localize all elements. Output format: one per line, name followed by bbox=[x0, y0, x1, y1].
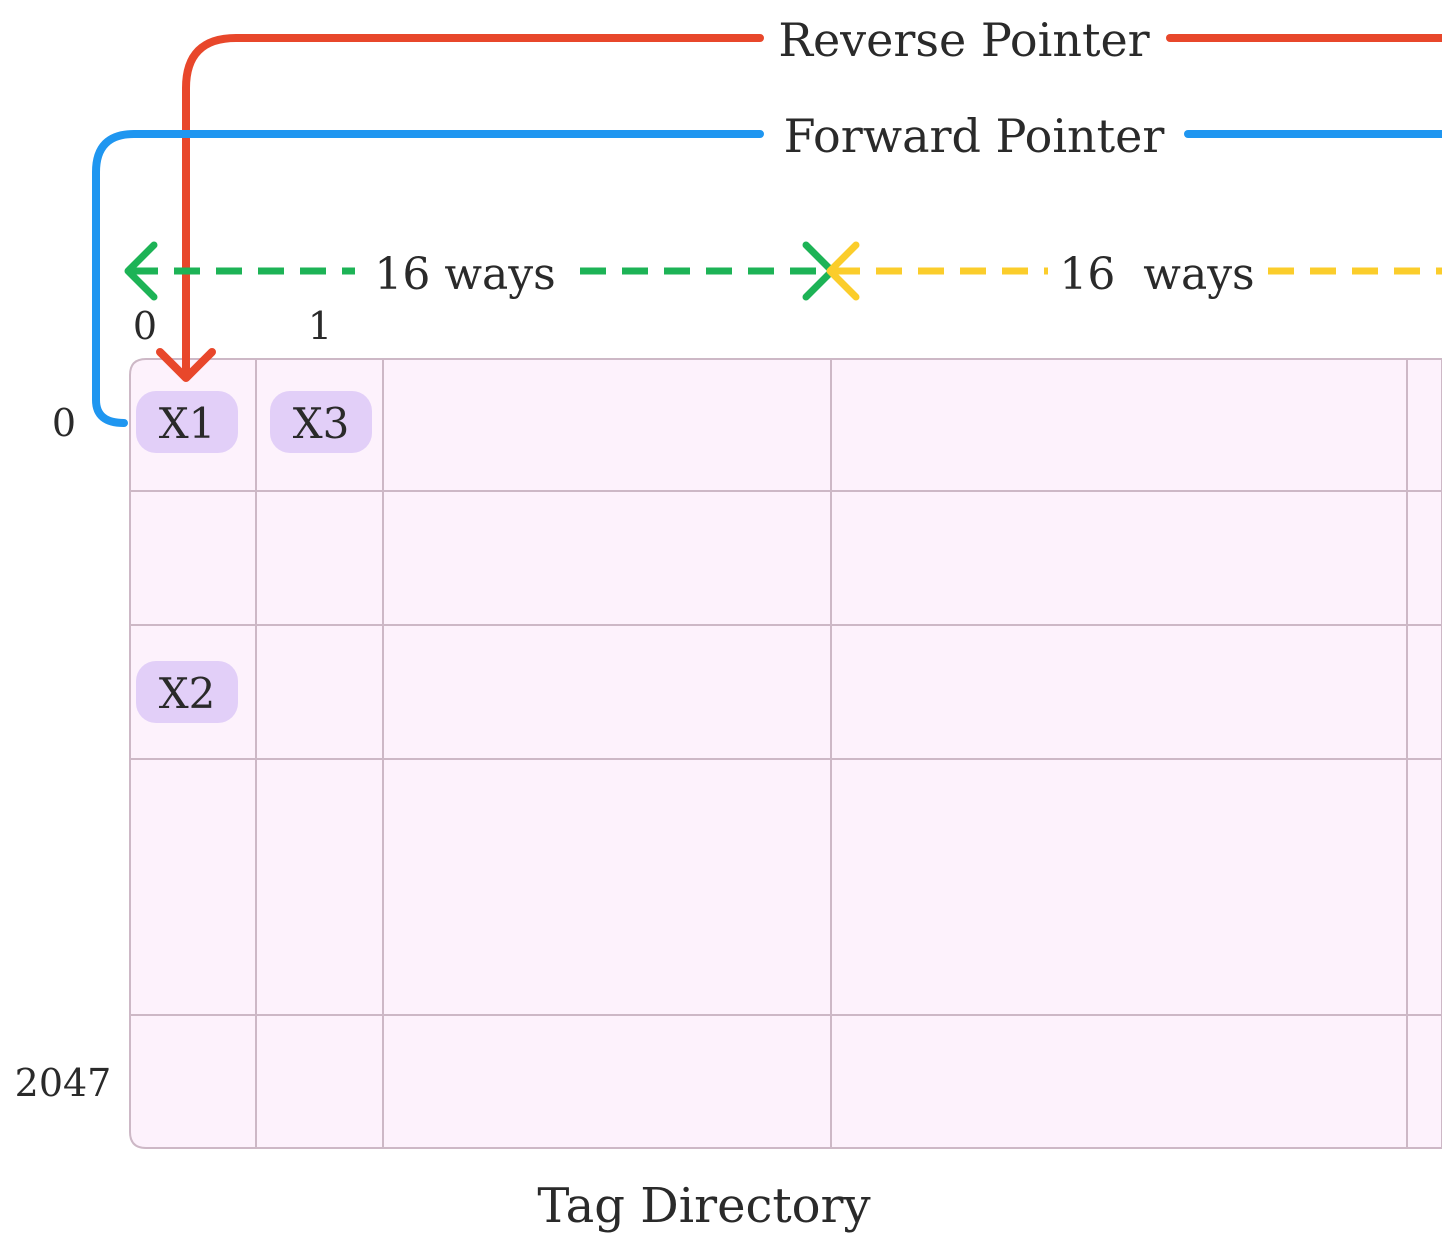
tag-x2: X2 bbox=[136, 661, 238, 723]
reverse-pointer-arrowhead bbox=[156, 348, 216, 382]
directory-background bbox=[129, 358, 1442, 1149]
reverse-pointer-label: Reverse Pointer bbox=[778, 13, 1149, 67]
forward-pointer-label: Forward Pointer bbox=[784, 109, 1165, 163]
row-index-first: 0 bbox=[52, 401, 76, 445]
ways-group-2-label: 16 ways bbox=[1059, 249, 1254, 300]
tag-x3: X3 bbox=[270, 391, 372, 453]
reverse-pointer-arrow bbox=[156, 34, 1442, 382]
tag-x1-label: X1 bbox=[159, 399, 216, 448]
tag-chip bbox=[136, 391, 238, 453]
ways-group-1-arrowhead-left bbox=[124, 241, 158, 301]
ways-group-2-arrowhead-left bbox=[826, 241, 860, 301]
row-index-last: 2047 bbox=[15, 1061, 112, 1105]
tag-x3-label: X3 bbox=[293, 399, 350, 448]
ways-group-2-arrow bbox=[826, 241, 1442, 301]
directory-title: Tag Directory bbox=[537, 1178, 870, 1234]
ways-group-1-label: 16 ways bbox=[374, 249, 555, 300]
tag-x2-label: X2 bbox=[159, 669, 216, 718]
column-index-0: 0 bbox=[133, 304, 157, 348]
forward-pointer-line bbox=[92, 130, 764, 427]
forward-pointer-arrow bbox=[92, 130, 1442, 427]
tag-chip bbox=[270, 391, 372, 453]
tag-chip bbox=[136, 661, 238, 723]
column-index-1: 1 bbox=[308, 304, 332, 348]
tag-directory-grid bbox=[129, 358, 1442, 1149]
reverse-pointer-line bbox=[182, 34, 764, 380]
tag-x1: X1 bbox=[136, 391, 238, 453]
